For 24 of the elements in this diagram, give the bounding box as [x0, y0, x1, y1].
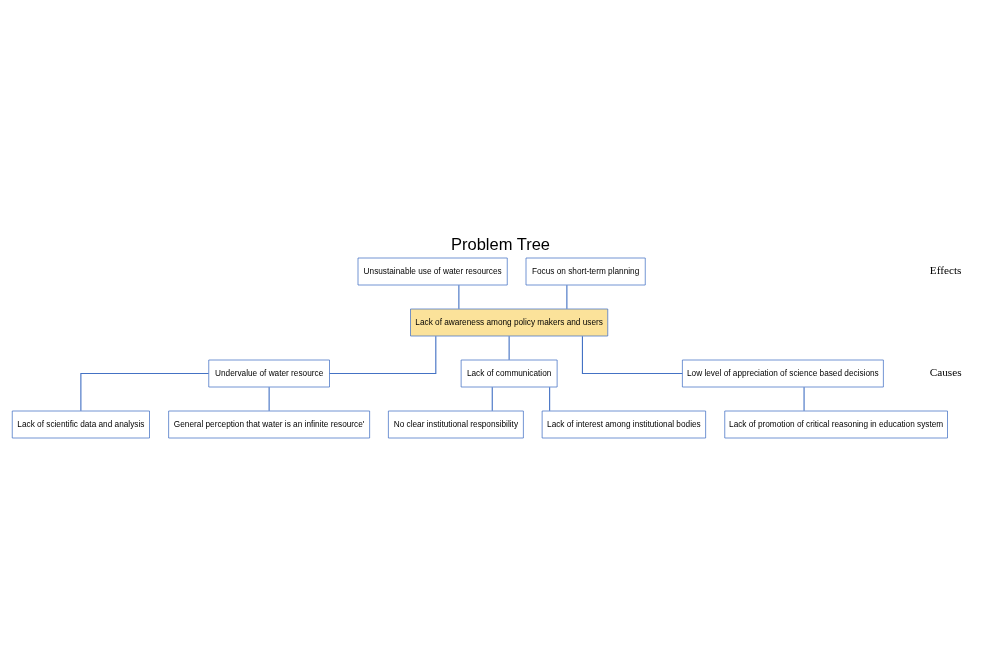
diagram-title: Problem Tree: [450, 234, 551, 253]
node-box: Lack of promotion of critical reasoning in education system: [724, 410, 948, 438]
node-box: Unsustainable use of water resources: [357, 257, 508, 285]
connector: [803, 386, 805, 411]
node-box: No clear institutional responsibility: [388, 410, 524, 438]
connector: [328, 335, 437, 374]
connector: [491, 386, 493, 411]
node-box: General perception that water is an infinite resource': [168, 410, 370, 438]
connector: [581, 335, 683, 374]
node-box: Lack of awareness among policy makers and users: [410, 308, 609, 336]
node-box: Lack of interest among institutional bodies: [541, 410, 706, 438]
connector: [268, 386, 270, 411]
node-box: Lack of communication: [460, 359, 558, 387]
node-box: Undervalue of water resource: [208, 359, 330, 387]
connector: [566, 284, 568, 309]
connector: [458, 284, 460, 309]
label: Causes: [929, 365, 962, 378]
node-box: Focus on short-term planning: [525, 257, 646, 285]
connector: [508, 335, 510, 360]
label: Effects: [929, 263, 962, 276]
connector: [80, 372, 210, 411]
connector: [549, 386, 551, 411]
node-box: Low level of appreciation of science based decisions: [682, 359, 884, 387]
node-box: Lack of scientific data and analysis: [11, 410, 150, 438]
